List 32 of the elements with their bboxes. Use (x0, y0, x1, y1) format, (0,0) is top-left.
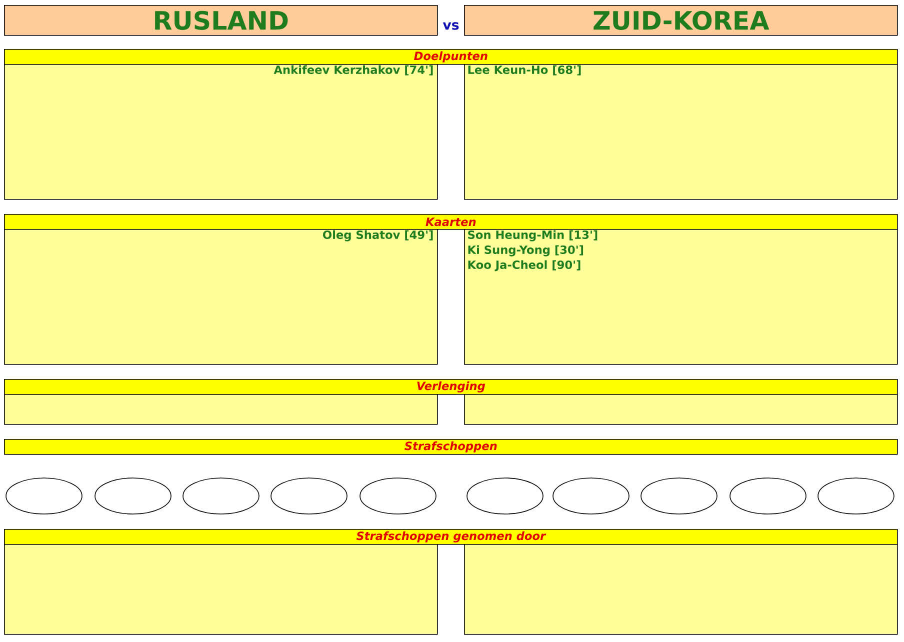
section-band: Verlenging (4, 379, 898, 395)
score-panel (4, 64, 438, 200)
player-entry: Oleg Shatov [49'] (323, 230, 433, 242)
penalty-oval (360, 478, 436, 514)
player-entry: Koo Ja-Cheol [90'] (468, 260, 580, 272)
score-panel (464, 229, 898, 365)
section-band: Kaarten (4, 214, 898, 230)
penalty-oval (640, 478, 718, 514)
versus-label: vs (442, 22, 459, 30)
team-header: RUSLAND (4, 5, 438, 36)
penalty-oval (818, 478, 894, 514)
score-panel (4, 544, 438, 635)
penalty-oval (730, 478, 806, 514)
penalty-oval (94, 478, 172, 514)
score-panel (4, 394, 438, 425)
penalty-oval (270, 478, 348, 514)
section-band: Doelpunten (4, 49, 898, 65)
player-entry: Ki Sung-Yong [30'] (468, 245, 584, 256)
team-header: ZUID-KOREA (464, 5, 898, 36)
score-panel (464, 64, 898, 200)
player-entry: Lee Keun-Ho [68'] (468, 65, 581, 76)
score-panel (464, 544, 898, 635)
penalty-oval (552, 478, 630, 514)
penalty-oval (466, 478, 544, 514)
score-panel (464, 394, 898, 425)
penalty-oval (182, 478, 260, 514)
score-panel (4, 229, 438, 365)
player-entry: Son Heung-Min [13'] (468, 230, 598, 242)
penalty-oval (6, 478, 82, 514)
player-entry: Ankifeev Kerzhakov [74'] (274, 65, 433, 76)
section-band: Strafschoppen genomen door (4, 529, 898, 545)
section-band: Strafschoppen (4, 439, 898, 455)
